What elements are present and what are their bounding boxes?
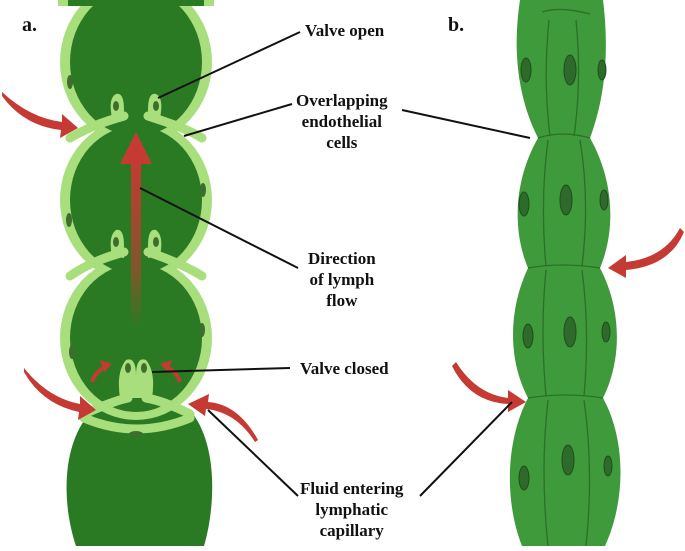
valve-open-2 [110,229,162,258]
panel-label-a: a. [22,14,37,36]
vessel-segment-bottom [66,408,213,546]
fluid-arrows-a [2,92,258,442]
bottom-wall [79,413,195,434]
wall-nuclei [66,75,206,437]
valve-closed [118,359,154,398]
lymphatic-vessel-a [58,0,214,546]
flow-arrow-head [120,132,152,164]
leader-lines [139,31,531,497]
leader-valve-open [157,31,301,99]
vessel-b-body [509,0,621,546]
fluid-arrows-b [452,228,684,412]
valve-open-1 [110,93,162,120]
lymphatic-vessel-b [509,0,621,547]
flow-arrow-shaft [131,160,141,328]
panel-label-b: b. [448,14,465,36]
label-fluid-entering: Fluid entering lymphatic capillary [300,479,404,540]
vessel-b-cell-borders [527,8,604,547]
leader-fluid-a [207,409,299,497]
label-valve-open: Valve open [305,21,385,40]
leader-overlapping-b [401,109,531,139]
fluid-arrow-b-right [608,228,684,278]
label-valve-closed: Valve closed [300,359,389,378]
leader-fluid-b [419,401,513,497]
segment-lumen-3 [70,264,202,412]
label-overlapping-cells: Overlapping endothelial cells [296,91,388,152]
fluid-arrow-a-top [2,92,78,138]
leader-valve-closed [151,367,291,373]
vessel-b-nuclei [518,54,613,491]
segment-lumen-1 [70,0,202,136]
label-direction-of-flow: Direction of lymph flow [308,249,376,310]
fluid-arrow-b-left [452,362,526,412]
leader-overlapping-a [183,103,293,137]
fluid-arrow-a-left [24,368,96,420]
fluid-arrow-a-right [188,394,258,442]
leader-direction [139,187,299,269]
